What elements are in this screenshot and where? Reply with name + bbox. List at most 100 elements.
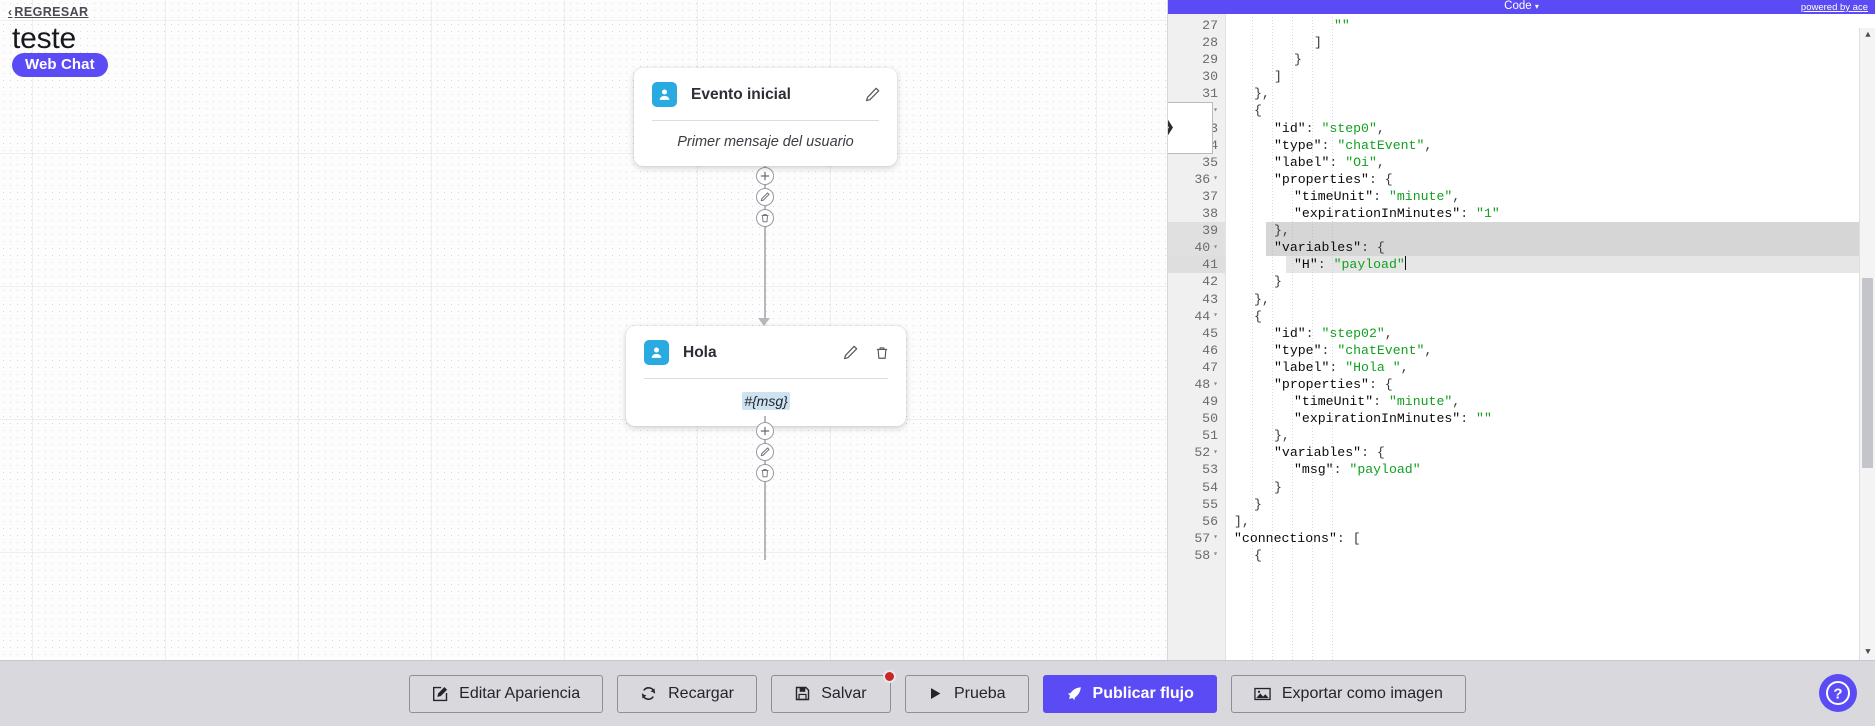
code-line-number[interactable]: 56 — [1202, 513, 1218, 529]
flow-canvas[interactable]: ‹ REGRESAR teste Web Chat — [0, 0, 1167, 660]
reload-button[interactable]: Recargar — [617, 674, 757, 713]
code-line[interactable]: "type": "chatEvent", — [1226, 342, 1875, 359]
code-line-number[interactable]: 51 — [1202, 428, 1218, 444]
test-button[interactable]: Prueba — [904, 674, 1029, 713]
code-line[interactable]: }, — [1226, 85, 1875, 102]
code-line-number[interactable]: 29 — [1202, 52, 1218, 68]
code-editor-pane[interactable]: Code ▾ powered by ace 272829303132▾33343… — [1167, 0, 1875, 660]
node-edit-icon[interactable] — [842, 344, 859, 361]
fold-toggle-icon[interactable]: ▾ — [1213, 447, 1218, 457]
fold-toggle-icon[interactable]: ▾ — [1213, 550, 1218, 560]
code-line[interactable]: "id": "step0", — [1226, 120, 1875, 137]
flow-node-hola[interactable]: Hola #{msg} — [626, 326, 906, 426]
code-line-number[interactable]: 50 — [1202, 411, 1218, 427]
code-line-number[interactable]: 31 — [1202, 86, 1218, 102]
code-line[interactable]: { — [1226, 547, 1875, 564]
code-line[interactable]: "msg": "payload" — [1226, 461, 1875, 478]
save-button[interactable]: Salvar — [770, 669, 896, 713]
code-line[interactable]: { — [1226, 102, 1875, 119]
fold-toggle-icon[interactable]: ▾ — [1213, 174, 1218, 184]
code-line-number[interactable]: 40▾ — [1168, 239, 1225, 257]
connector-controls-1[interactable] — [756, 167, 774, 230]
scrollbar-down-icon[interactable]: ▼ — [1865, 646, 1871, 657]
flow-node-evento-inicial[interactable]: Evento inicial Primer mensaje del usuari… — [634, 68, 897, 166]
code-line[interactable]: }, — [1226, 427, 1875, 444]
code-line[interactable]: "label": "Oi", — [1226, 154, 1875, 171]
code-line[interactable]: "label": "Hola ", — [1226, 359, 1875, 376]
code-line[interactable]: } — [1226, 51, 1875, 68]
node-delete-icon[interactable] — [873, 344, 890, 361]
code-line-number[interactable]: 54 — [1202, 479, 1218, 495]
code-line-number[interactable]: 47 — [1202, 359, 1218, 375]
node-edit-icon[interactable] — [864, 86, 881, 103]
code-line[interactable]: }, — [1226, 222, 1875, 239]
connector-delete-icon[interactable] — [756, 464, 774, 482]
code-line[interactable]: "H": "payload" — [1226, 256, 1875, 273]
code-line-number[interactable]: 37 — [1202, 188, 1218, 204]
publish-flow-button[interactable]: Publicar flujo — [1042, 674, 1217, 713]
code-line[interactable]: "timeUnit": "minute", — [1226, 393, 1875, 410]
node-body[interactable]: Primer mensaje del usuario — [634, 121, 897, 166]
code-editor-title[interactable]: Code ▾ — [1168, 0, 1875, 14]
export-image-button[interactable]: Exportar como imagen — [1230, 674, 1466, 713]
code-line-number[interactable]: 27 — [1202, 18, 1218, 33]
connector-add-icon[interactable] — [756, 167, 774, 185]
connector-controls-2[interactable] — [756, 422, 774, 485]
connector-delete-icon[interactable] — [756, 209, 774, 227]
code-line-number[interactable]: 41 — [1168, 256, 1225, 274]
node-body[interactable]: #{msg} — [626, 379, 906, 426]
code-line[interactable]: } — [1226, 496, 1875, 513]
code-line[interactable]: "type": "chatEvent", — [1226, 137, 1875, 154]
code-line[interactable]: ], — [1226, 513, 1875, 530]
code-line[interactable]: } — [1226, 479, 1875, 496]
edit-appearance-button[interactable]: Editar Apariencia — [409, 674, 604, 713]
code-line-number[interactable]: 46 — [1202, 342, 1218, 358]
code-line-number[interactable]: 55 — [1202, 496, 1218, 512]
code-line-number[interactable]: 58▾ — [1194, 547, 1218, 563]
connector-edit-icon[interactable] — [756, 443, 774, 461]
code-content[interactable]: ""]}]},{"id": "step0","type": "chatEvent… — [1226, 14, 1875, 660]
scrollbar-up-icon[interactable]: ▲ — [1865, 29, 1871, 40]
code-line-number[interactable]: 57▾ — [1194, 530, 1218, 546]
connector-add-icon[interactable] — [756, 422, 774, 440]
code-line[interactable]: } — [1226, 273, 1875, 290]
code-line-number[interactable]: 30 — [1202, 69, 1218, 85]
code-line[interactable]: "timeUnit": "minute", — [1226, 188, 1875, 205]
code-editor-area[interactable]: 272829303132▾33343536▾37383940▾41424344▾… — [1168, 14, 1875, 660]
code-line-number[interactable]: 35 — [1202, 154, 1218, 170]
code-line[interactable]: "connections": [ — [1226, 530, 1875, 547]
code-line[interactable]: ] — [1226, 34, 1875, 51]
code-line[interactable]: ] — [1226, 68, 1875, 85]
scrollbar-thumb[interactable] — [1862, 278, 1873, 468]
code-line-number[interactable]: 49 — [1202, 394, 1218, 410]
code-line-number[interactable]: 43 — [1202, 291, 1218, 307]
code-line-number[interactable]: 45 — [1202, 325, 1218, 341]
connector-edit-icon[interactable] — [756, 188, 774, 206]
code-line-number[interactable]: 48▾ — [1194, 376, 1218, 392]
back-link[interactable]: ‹ REGRESAR — [8, 5, 88, 19]
fold-toggle-icon[interactable]: ▾ — [1213, 106, 1218, 116]
code-line-number[interactable]: 38 — [1202, 206, 1218, 222]
code-line[interactable]: "id": "step02", — [1226, 325, 1875, 342]
fold-toggle-icon[interactable]: ▾ — [1213, 533, 1218, 543]
powered-by-link[interactable]: powered by ace — [1800, 2, 1868, 13]
code-line[interactable]: "expirationInMinutes": "1" — [1226, 205, 1875, 222]
code-line[interactable]: "variables": { — [1226, 239, 1875, 256]
code-line-number[interactable]: 36▾ — [1194, 171, 1218, 187]
code-line[interactable]: "properties": { — [1226, 376, 1875, 393]
fold-toggle-icon[interactable]: ▾ — [1213, 242, 1218, 252]
code-fold-marker[interactable]: ❯ — [1168, 102, 1213, 154]
help-button[interactable]: ? — [1819, 674, 1857, 712]
code-line-number[interactable]: 44▾ — [1194, 308, 1218, 324]
code-scrollbar[interactable]: ▲ ▼ — [1859, 28, 1875, 660]
code-line-number[interactable]: 28 — [1202, 35, 1218, 51]
code-line[interactable]: { — [1226, 308, 1875, 325]
code-line[interactable]: }, — [1226, 291, 1875, 308]
code-line-number[interactable]: 39 — [1168, 222, 1225, 240]
fold-toggle-icon[interactable]: ▾ — [1213, 379, 1218, 389]
code-line[interactable]: "expirationInMinutes": "" — [1226, 410, 1875, 427]
code-line[interactable]: "properties": { — [1226, 171, 1875, 188]
code-line[interactable]: "" — [1226, 17, 1875, 34]
code-line-number[interactable]: 52▾ — [1194, 445, 1218, 461]
code-line-number[interactable]: 53 — [1202, 462, 1218, 478]
